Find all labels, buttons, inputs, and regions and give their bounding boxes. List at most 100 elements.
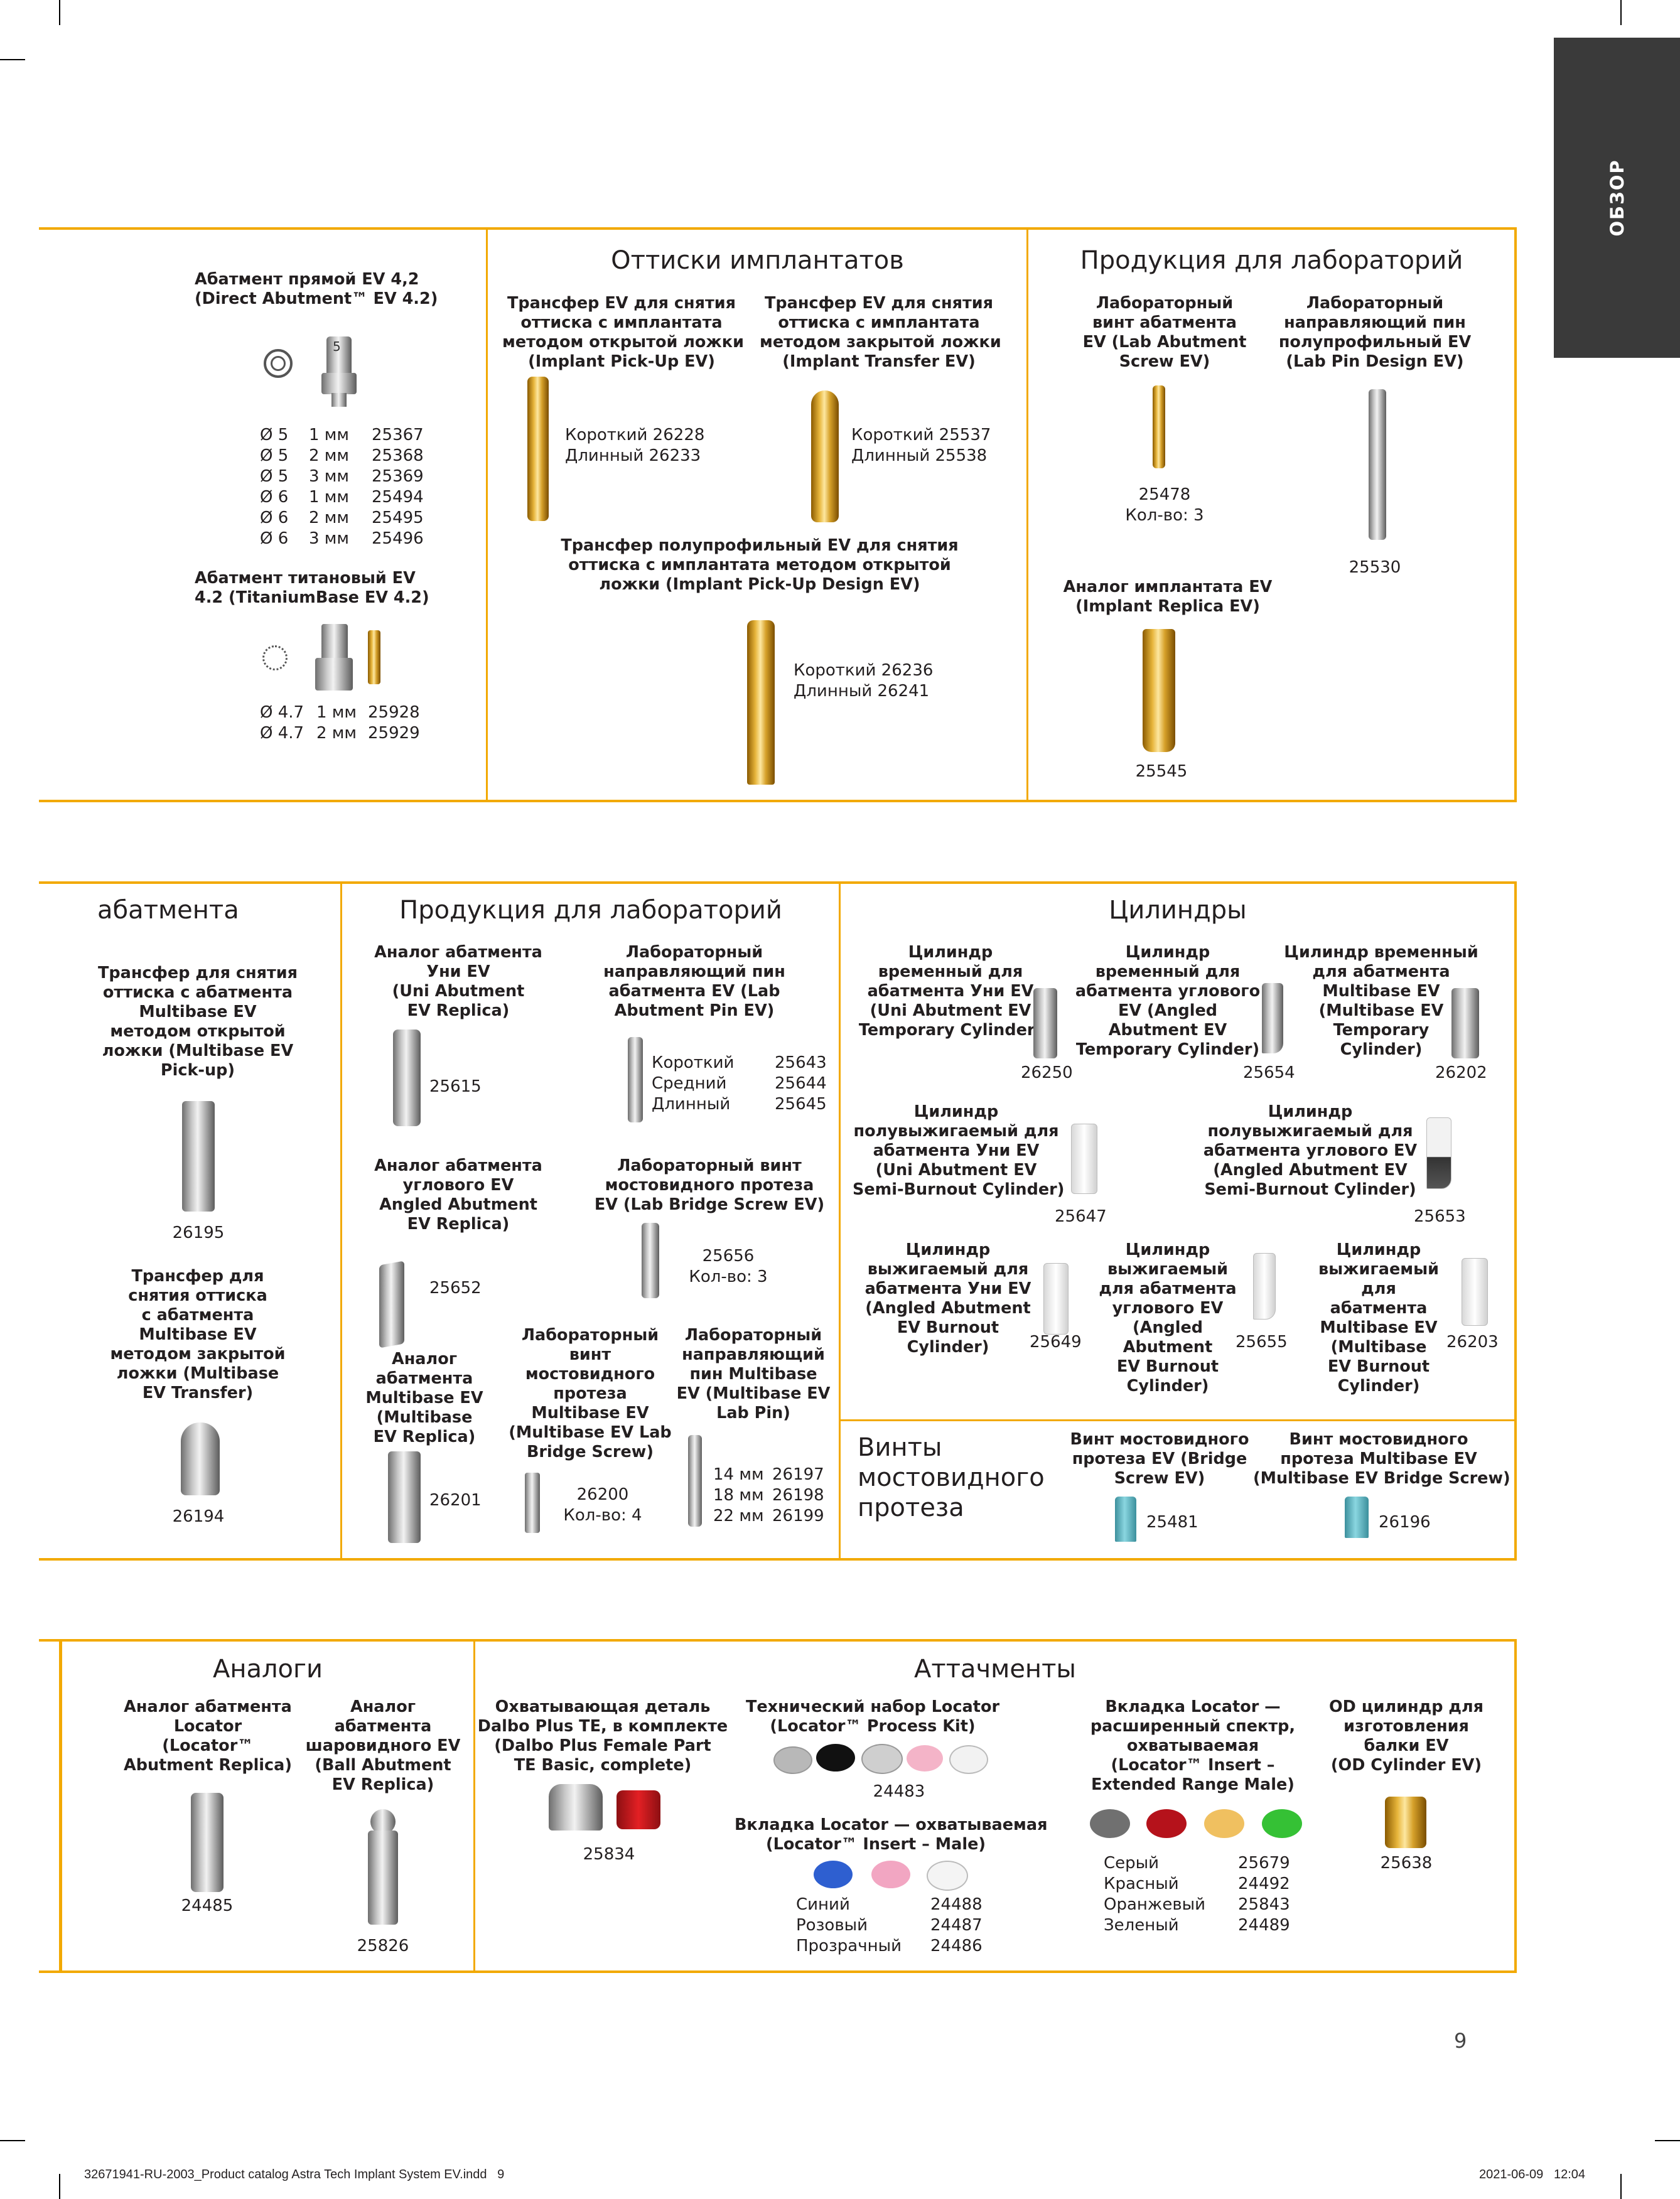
od-cylinder-image (1385, 1797, 1426, 1848)
lab-bridge-screw-image (642, 1223, 659, 1298)
kit-silver-cap-image (861, 1744, 903, 1774)
bridge-screw-code: 25481 (1146, 1513, 1198, 1532)
extended-grey-image (1090, 1809, 1130, 1838)
crop-mark (1620, 2174, 1622, 2199)
divider (473, 1639, 475, 1970)
locator-analog-code: 24485 (181, 1896, 234, 1915)
lab-products-heading: Продукция для лабораторий (1080, 246, 1463, 275)
kit-pink-cap-image (907, 1745, 943, 1772)
crop-mark (0, 2140, 25, 2141)
cylinder-burnout-multibase-image (1462, 1258, 1488, 1326)
ball-analog-image (368, 1831, 398, 1925)
lab-abutment-pin-image (628, 1037, 643, 1122)
direct-abutment-title: Абатмент прямой EV 4,2(Direct Abutment™ … (195, 270, 438, 308)
multibase-lab-pin-image (688, 1435, 702, 1527)
divider (486, 227, 488, 800)
divider (839, 1419, 1517, 1421)
lab-abutment-screw-image (1153, 385, 1165, 468)
multibase-replica-code: 26201 (429, 1491, 482, 1510)
multibase-replica-image (388, 1451, 421, 1543)
bridge-screw-image (1115, 1497, 1136, 1542)
cylinder-burnout-uni-code: 25649 (1030, 1333, 1082, 1352)
kit-washer-image (773, 1746, 812, 1774)
section3-frame (39, 1639, 1517, 1973)
cylinder-temporary-angled-image (1262, 983, 1283, 1053)
locator-analog-image (191, 1793, 223, 1892)
cylinder-burnout-multibase-code: 26203 (1446, 1333, 1499, 1352)
ball-analog-code: 25826 (357, 1937, 409, 1955)
kit-black-cap-image (816, 1744, 855, 1772)
section-tab[interactable]: ОБЗОР (1554, 38, 1680, 358)
cylinder-temporary-multibase-image (1451, 988, 1479, 1058)
crop-mark (1655, 2140, 1680, 2141)
uni-replica-image (393, 1030, 421, 1126)
divider (839, 881, 841, 1558)
crop-mark (59, 0, 60, 25)
divider (340, 881, 342, 1558)
titanium-base-image (321, 624, 348, 659)
direct-abutment-image (326, 336, 352, 374)
rotation-icon (264, 349, 293, 378)
direct-abutment-base (321, 373, 357, 394)
od-cylinder-code: 25638 (1380, 1854, 1433, 1873)
footer-date: 2021-06-09 12:04 (1479, 2168, 1586, 2181)
implant-replica-code: 25545 (1135, 762, 1188, 781)
ball-analog-ball (370, 1809, 396, 1834)
multibase-transfer-image (181, 1422, 220, 1495)
process-kit-title: Технический набор Locator(Locator™ Proce… (745, 1697, 1000, 1736)
implant-transfer-image (811, 390, 839, 522)
attachments-heading: Аттачменты (914, 1655, 1076, 1684)
multibase-transfer-code: 26194 (172, 1507, 225, 1526)
multibase-pickup-image (182, 1101, 215, 1212)
lab-pin-design-image (1369, 389, 1386, 540)
male-clear-image (927, 1861, 968, 1891)
cylinder-temporary-angled-code: 25654 (1243, 1063, 1295, 1082)
multibase-bridge-screw-image (1345, 1497, 1369, 1538)
extended-orange-image (1204, 1809, 1244, 1838)
multibase-heading: абатмента (97, 896, 239, 925)
locator-male-title: Вкладка Locator — охватываемая(Locator™ … (735, 1815, 1048, 1854)
cylinder-semiburnout-angled-image (1426, 1117, 1451, 1189)
